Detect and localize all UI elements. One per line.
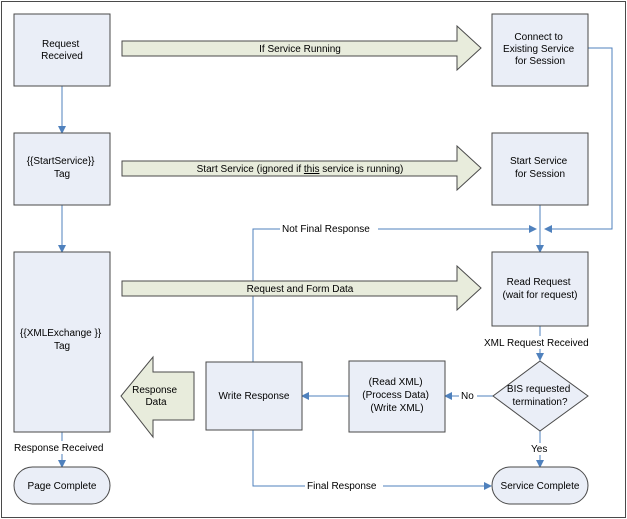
not-final-response-label-bg bbox=[280, 222, 378, 235]
decision-line: BIS requested bbox=[507, 384, 570, 395]
xmlexchange-tag-line: Tag bbox=[54, 341, 70, 352]
response-received-label: Response Received bbox=[14, 443, 104, 454]
write-response-box bbox=[205, 361, 303, 431]
connector-connect-to-readrequest bbox=[544, 47, 613, 233]
start-service-arrow bbox=[121, 144, 482, 192]
connector-not-final-response bbox=[252, 225, 537, 362]
termination-decision bbox=[492, 360, 589, 432]
page-complete-text: Page Complete bbox=[28, 481, 97, 492]
process-xml-text: (Read XML) (Process Data) (Write XML) bbox=[362, 377, 431, 414]
process-xml-line: (Write XML) bbox=[370, 403, 423, 414]
connect-existing-line: Existing Service bbox=[503, 44, 575, 55]
start-service-box bbox=[491, 132, 589, 206]
start-service-arrow-emphasis: this bbox=[304, 164, 320, 175]
xml-request-received-label-bg bbox=[484, 336, 596, 349]
startservice-tag-box bbox=[13, 132, 111, 206]
start-service-line: for Session bbox=[515, 169, 565, 180]
xmlexchange-tag-box bbox=[13, 251, 111, 433]
request-form-data-label: Request and Form Data bbox=[247, 284, 354, 295]
response-received-label-bg bbox=[12, 441, 112, 454]
xml-request-received-label: XML Request Received bbox=[484, 338, 589, 349]
start-service-arrow-prefix: Start Service (ignored if bbox=[197, 164, 304, 175]
startservice-tag-text: {{StartService}} Tag bbox=[27, 156, 98, 180]
no-label-bg bbox=[459, 390, 477, 402]
response-data-label: Response Data bbox=[132, 385, 180, 408]
start-service-line: Start Service bbox=[510, 156, 568, 167]
request-received-box bbox=[13, 13, 111, 87]
start-service-arrow-suffix: service is running) bbox=[319, 164, 403, 175]
decision-text: BIS requested termination? bbox=[507, 384, 573, 408]
process-xml-line: (Process Data) bbox=[362, 390, 429, 401]
connector-final-response bbox=[252, 430, 492, 490]
request-form-data-arrow bbox=[121, 264, 482, 312]
process-xml-box bbox=[348, 360, 446, 433]
final-response-label-bg bbox=[305, 480, 383, 492]
start-service-arrow-label: Start Service (ignored if this service i… bbox=[197, 164, 404, 175]
yes-label: Yes bbox=[531, 444, 547, 455]
service-complete-terminal bbox=[491, 466, 589, 505]
response-data-line: Data bbox=[145, 397, 167, 408]
yes-label-bg bbox=[530, 443, 552, 455]
connect-existing-service-text: Connect to Existing Service for Session bbox=[503, 32, 577, 67]
if-service-running-label: If Service Running bbox=[259, 44, 341, 55]
decision-line: termination? bbox=[512, 397, 567, 408]
read-request-line: Read Request bbox=[507, 277, 571, 288]
startservice-tag-line: Tag bbox=[54, 169, 70, 180]
connectors bbox=[58, 47, 613, 490]
page-complete-terminal bbox=[13, 466, 111, 505]
read-request-line: (wait for request) bbox=[502, 290, 577, 301]
read-request-box bbox=[491, 251, 589, 327]
request-received-line: Request bbox=[42, 39, 79, 50]
not-final-response-label: Not Final Response bbox=[282, 224, 370, 235]
connect-existing-line: for Session bbox=[515, 56, 565, 67]
service-complete-text: Service Complete bbox=[501, 481, 580, 492]
write-response-text: Write Response bbox=[219, 391, 290, 402]
if-service-running-arrow bbox=[121, 24, 482, 72]
request-received-text: Request Received bbox=[41, 39, 83, 62]
no-label: No bbox=[461, 391, 474, 402]
final-response-label: Final Response bbox=[307, 481, 377, 492]
response-data-arrow bbox=[120, 355, 195, 439]
xmlexchange-tag-text: {{XMLExchange }} Tag bbox=[20, 328, 104, 352]
start-service-text: Start Service for Session bbox=[510, 156, 570, 180]
read-request-text: Read Request (wait for request) bbox=[502, 277, 577, 301]
process-xml-line: (Read XML) bbox=[369, 377, 423, 388]
response-data-line: Response bbox=[132, 385, 177, 396]
xmlexchange-tag-line: {{XMLExchange }} bbox=[20, 328, 102, 339]
connect-existing-line: Connect to bbox=[514, 32, 563, 43]
request-received-line: Received bbox=[41, 51, 83, 62]
connect-existing-service-box bbox=[491, 13, 589, 87]
startservice-tag-line: {{StartService}} bbox=[27, 156, 95, 167]
